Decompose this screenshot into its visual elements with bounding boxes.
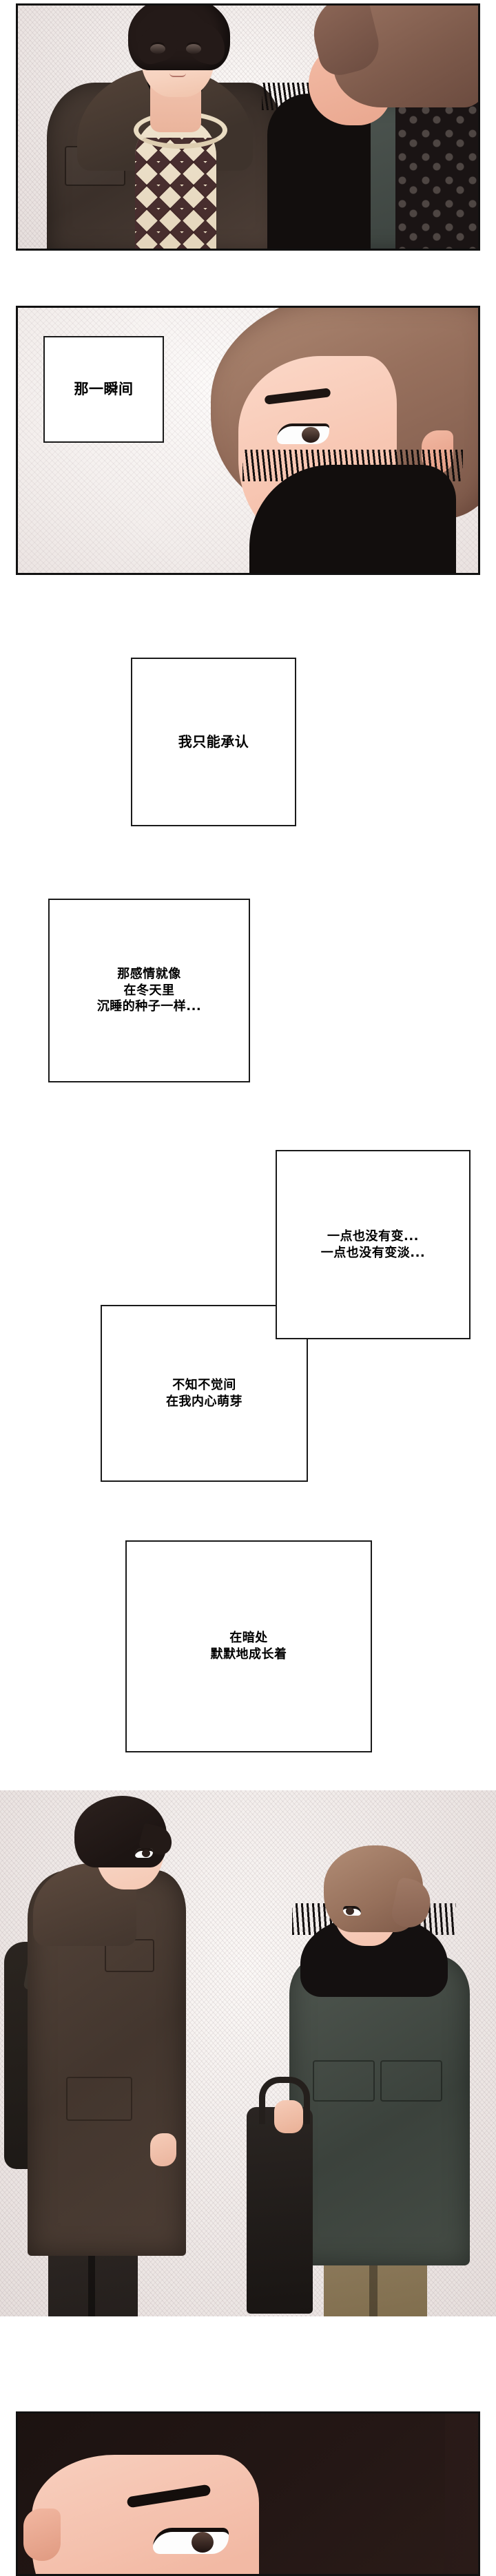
- dark-hair: [128, 6, 230, 70]
- panel-two-boys-standing: [0, 1790, 496, 2316]
- eye: [135, 1848, 153, 1858]
- caption-that-moment-text: 那一瞬间: [74, 380, 134, 397]
- standing-character-dark-haired-boy: [0, 1790, 227, 2316]
- panel-two-boys-closeup: [16, 3, 480, 251]
- character-profile: [190, 308, 478, 573]
- profile-fur-collar: [242, 450, 463, 573]
- caption-not-faded-at-all: 一点也没有变... 一点也没有变淡...: [276, 1150, 471, 1339]
- light-brown-hair: [333, 6, 478, 107]
- caption-growing-quietly-in-the-dark: 在暗处 默默地成长着: [125, 1540, 372, 1752]
- tote-bag: [247, 2077, 313, 2314]
- eye: [343, 1906, 361, 1916]
- standing-character-brown-haired-boy: [0, 1790, 496, 2316]
- caption-sprouted-in-my-heart: 不知不觉间 在我内心萌芽: [101, 1305, 308, 1482]
- light-brown-hair: [324, 1845, 423, 1932]
- caption-sprouted-in-my-heart-text: 不知不觉间 在我内心萌芽: [166, 1377, 242, 1409]
- caption-i-can-only-admit-text: 我只能承认: [178, 733, 249, 751]
- hand: [150, 2133, 176, 2166]
- profile-eye: [277, 423, 329, 444]
- caption-feeling-like-a-seed: 那感情就像 在冬天里 沉睡的种子一样...: [48, 899, 250, 1082]
- character-dark-haired-boy: [47, 6, 287, 249]
- panel-dark-haired-boy-face-closeup: [16, 2411, 480, 2576]
- mouth: [169, 73, 186, 77]
- olive-parka: [289, 1956, 470, 2265]
- caption-not-faded-at-all-text: 一点也没有变... 一点也没有变淡...: [320, 1228, 426, 1260]
- legs: [48, 2245, 138, 2316]
- character-brown-haired-boy: [262, 6, 478, 249]
- caption-that-moment: 那一瞬间: [43, 336, 164, 443]
- caption-i-can-only-admit: 我只能承认: [131, 658, 296, 826]
- face: [32, 2455, 259, 2574]
- caption-growing-quietly-in-the-dark-text: 在暗处 默默地成长着: [210, 1631, 287, 1662]
- eye: [153, 2528, 229, 2554]
- character-face-closeup: [18, 2413, 478, 2574]
- left-eye: [150, 44, 165, 54]
- knit-scarf: [395, 80, 478, 249]
- caption-feeling-like-a-seed-text: 那感情就像 在冬天里 沉睡的种子一样...: [96, 966, 202, 1014]
- ear: [23, 2509, 61, 2561]
- hand: [274, 2100, 303, 2133]
- right-eye: [186, 44, 201, 54]
